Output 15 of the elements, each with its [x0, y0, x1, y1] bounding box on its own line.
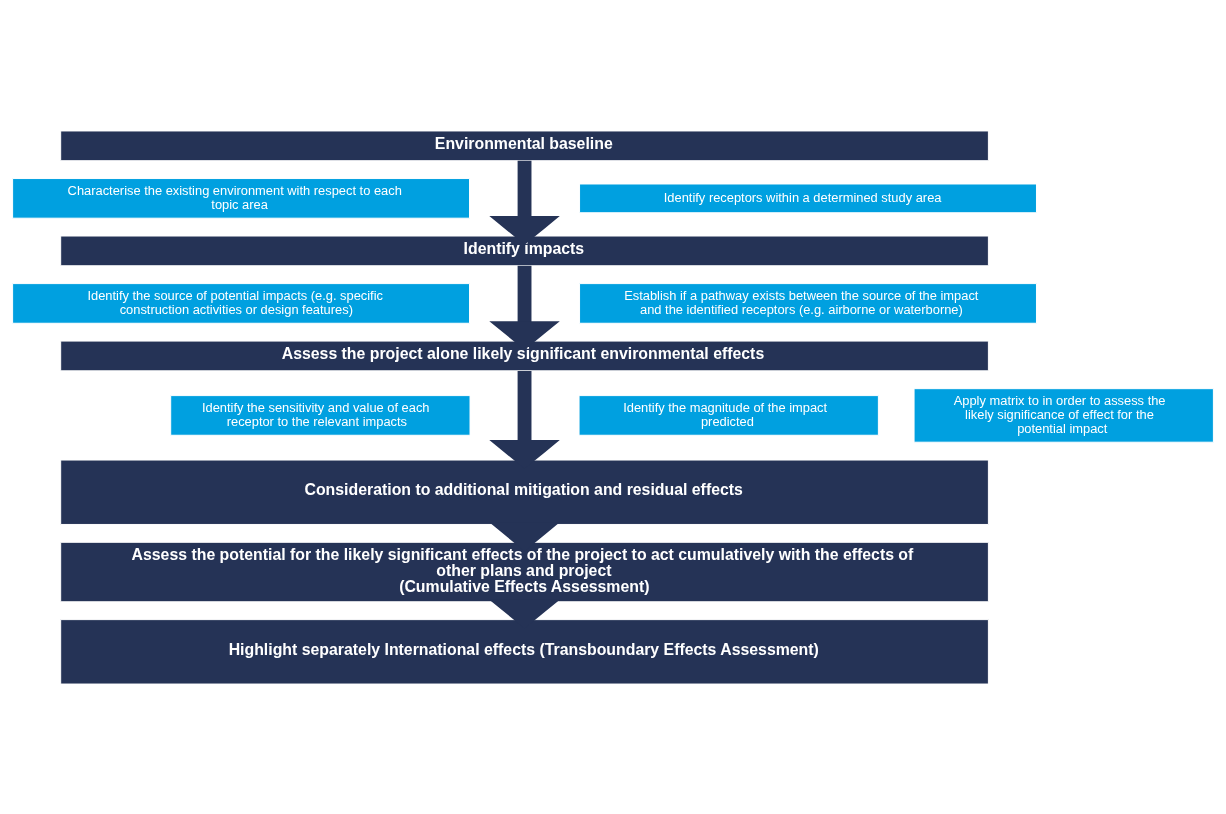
node-box: Assess the potential for the likely significant effects of the project to act cumulatively with the effects of other plans and project (Cumulative Effects Assessment): [60, 541, 989, 602]
node-box: Apply matrix to in order to assess the likely significance of effect for the potential impact: [913, 387, 1214, 443]
node-box: Environmental baseline: [60, 129, 989, 161]
node-box: Identify the magnitude of the impact predicted: [578, 394, 879, 436]
arrow: [489, 265, 560, 350]
node-box: Consideration to additional mitigation and residual effects: [60, 459, 989, 525]
node-box: Highlight separately International effects (Transboundary Effects Assessment): [60, 618, 989, 685]
node-box: Identify receptors within a determined study area: [579, 183, 1037, 213]
node-box: Identify impacts: [60, 235, 989, 266]
node-box: Characterise the existing environment with respect to each topic area: [12, 177, 471, 219]
arrow: [489, 160, 560, 245]
node-box: Establish if a pathway exists between the source of the impact and the identified receptors (e.g. airborne or waterborne): [579, 282, 1037, 324]
node-box: Identify the source of potential impacts (e.g. specific construction activities or design features): [12, 282, 471, 324]
node-box: Identify the sensitivity and value of each receptor to the relevant impacts: [170, 394, 471, 436]
node-box: Assess the project alone likely significant environmental effects: [60, 340, 989, 371]
